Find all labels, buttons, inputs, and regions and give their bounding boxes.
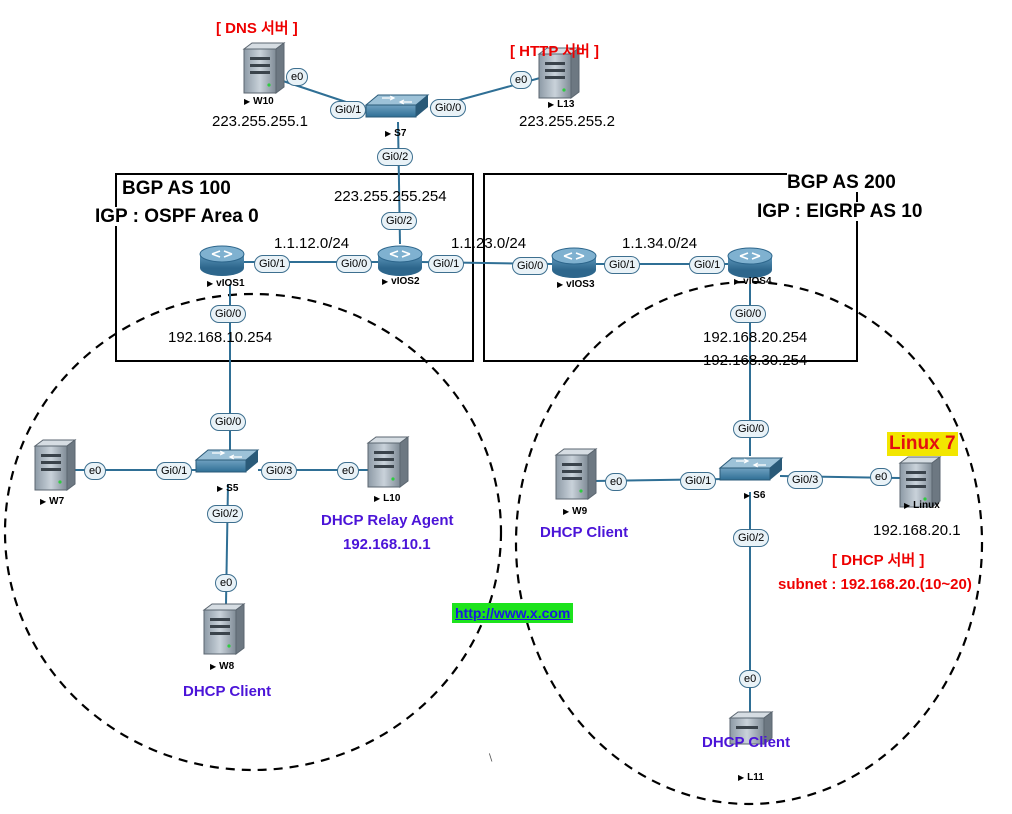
device-vios2[interactable]: vIOS2 [382,276,419,287]
port-s6-gi03: Gi0/3 [787,471,824,489]
device-l11[interactable]: L11 [738,772,764,783]
linux7-label: Linux 7 [887,432,958,456]
device-s5[interactable]: S5 [217,483,238,494]
resize-grip-icon[interactable]: ∖ [487,753,494,764]
vios4-router-icon [727,247,773,279]
url-label: http://www.x.com [452,603,574,623]
device-s7[interactable]: S7 [385,128,406,139]
as200-igp: IGP : EIGRP AS 10 [757,201,923,222]
device-w9[interactable]: W9 [563,506,587,517]
port-s5-gi02: Gi0/2 [207,505,244,523]
w8-server-icon [203,603,245,655]
port-vios2-gi00: Gi0/0 [336,255,373,273]
port-s5-gi03: Gi0/3 [261,462,298,480]
port-vios3-gi01: Gi0/1 [604,256,641,274]
port-s5-gi00: Gi0/0 [210,413,247,431]
http-server-label: [ HTTP 서버 ] [510,43,599,60]
as200-boundary [483,173,858,362]
device-vios1[interactable]: vIOS1 [207,278,244,289]
device-linux[interactable]: Linux [904,500,940,511]
device-l13[interactable]: L13 [548,99,574,110]
port-w9-e0: e0 [605,473,628,491]
device-vios3[interactable]: vIOS3 [557,279,594,290]
dhcp-subnet-label: subnet : 192.168.20.(10~20) [778,576,972,593]
lan-left-circle [3,292,503,772]
linux-ip: 192.168.20.1 [873,522,961,539]
net-r3-r4: 1.1.34.0/24 [622,235,698,252]
port-w8-e0: e0 [215,574,238,592]
as100-igp: IGP : OSPF Area 0 [95,206,259,227]
s7-uplink-ip: 223.255.255.254 [334,188,447,205]
port-vios3-gi00: Gi0/0 [512,257,549,275]
vios1-lan-ip: 192.168.10.254 [168,329,273,346]
w10-server-icon [243,42,285,94]
port-vios4-gi00: Gi0/0 [730,305,767,323]
w9-dhcp-client-label: DHCP Client [540,524,629,541]
device-vios4[interactable]: vIOS4 [734,276,771,287]
device-l10[interactable]: L10 [374,493,400,504]
device-w7[interactable]: W7 [40,496,64,507]
port-w10-e0: e0 [286,68,309,86]
port-w7-e0: e0 [84,462,107,480]
port-l13-e0: e0 [510,71,533,89]
port-s6-gi01: Gi0/1 [680,472,717,490]
port-vios1-gi01: Gi0/1 [254,255,291,273]
w9-server-icon [555,448,597,500]
l11-dhcp-client-label: DHCP Client [702,734,791,751]
as200-title: BGP AS 200 [787,172,896,193]
vios3-router-icon [551,247,597,279]
device-w8[interactable]: W8 [210,661,234,672]
port-s5-gi01: Gi0/1 [156,462,193,480]
w10-ip: 223.255.255.1 [212,113,308,130]
l10-server-icon [367,436,409,488]
as100-title: BGP AS 100 [122,178,231,199]
lan-right-circle [514,280,984,806]
port-vios4-gi01: Gi0/1 [689,256,726,274]
port-vios1-gi00: Gi0/0 [210,305,247,323]
as100-boundary [115,173,474,362]
dhcp-relay-label: DHCP Relay Agent [321,512,454,529]
s6-switch-icon [719,457,783,481]
vios1-router-icon [199,245,245,277]
vios2-router-icon [377,245,423,277]
l13-ip: 223.255.255.2 [519,113,615,130]
w8-dhcp-client-label: DHCP Client [183,683,272,700]
device-s6[interactable]: S6 [744,490,765,501]
port-linux-e0: e0 [870,468,893,486]
vios4-lan1-ip: 192.168.20.254 [703,329,808,346]
port-s7-gi01: Gi0/1 [330,101,367,119]
port-l10-e0: e0 [337,462,360,480]
port-s6-gi00: Gi0/0 [733,420,770,438]
s5-switch-icon [195,449,259,473]
port-vios2-gi02: Gi0/2 [381,212,418,230]
net-r2-r3: 1.1.23.0/24 [451,235,527,252]
port-vios2-gi01: Gi0/1 [428,255,465,273]
l10-ip-label: 192.168.10.1 [343,536,431,553]
w7-server-icon [34,439,76,491]
device-w10[interactable]: W10 [244,96,274,107]
port-s6-gi02: Gi0/2 [733,529,770,547]
dns-server-label: [ DNS 서버 ] [216,20,298,37]
port-s7-gi02: Gi0/2 [377,148,414,166]
net-r1-r2: 1.1.12.0/24 [274,235,350,252]
vios4-lan2-ip: 192.168.30.254 [703,352,808,369]
port-s7-gi00: Gi0/0 [430,99,467,117]
dhcp-server-label: [ DHCP 서버 ] [832,552,925,569]
port-l11-e0: e0 [739,670,762,688]
s7-switch-icon [365,94,429,118]
l11-host-icon [728,711,774,745]
